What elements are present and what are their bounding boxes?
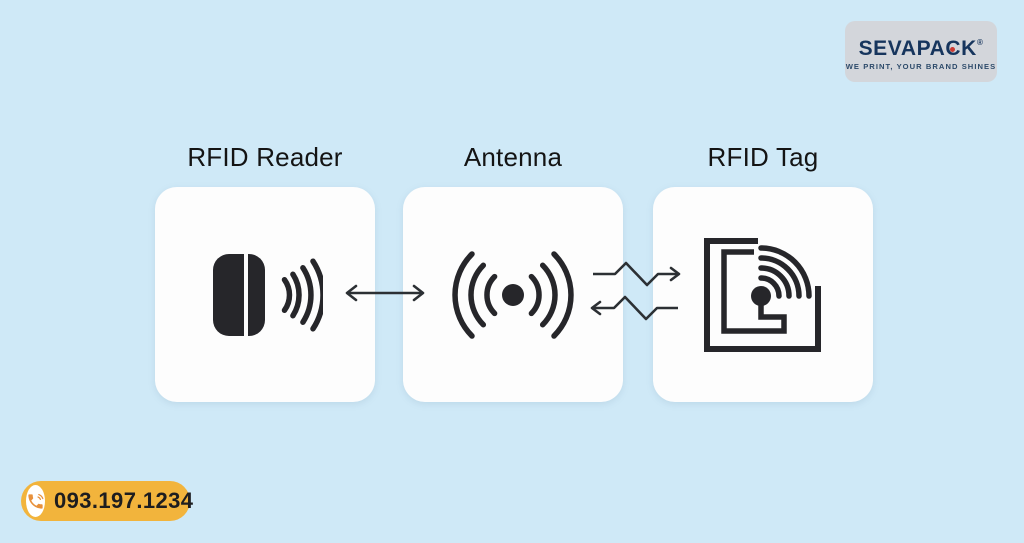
card-antenna (403, 187, 623, 402)
double-arrow-reader-antenna (342, 282, 428, 304)
card-rfid-reader (155, 187, 375, 402)
phone-number: 093.197.1234 (54, 488, 194, 513)
antenna-icon (438, 228, 588, 362)
brand-red-dot (949, 47, 955, 52)
title-antenna: Antenna (463, 142, 563, 172)
phone-icon (26, 485, 45, 517)
phone-badge[interactable]: 093.197.1234 (21, 481, 194, 521)
rfid-reader-icon (207, 241, 326, 349)
brand-prefix: SEVAPA (858, 37, 946, 60)
registered-mark: ® (976, 38, 984, 47)
brand-name: SEVAPACK® (859, 32, 984, 60)
rfid-tag-icon (698, 232, 828, 358)
title-rfid-tag: RFID Tag (707, 142, 819, 172)
sevapack-logo: SEVAPACK® WE PRINT, YOUR BRAND SHINES (845, 21, 997, 82)
brand-suffix: K (961, 37, 977, 60)
brand-tagline: WE PRINT, YOUR BRAND SHINES (845, 62, 997, 71)
brand-letter-c: C (945, 38, 961, 60)
card-rfid-tag (653, 187, 873, 402)
zigzag-arrows-antenna-tag (583, 253, 688, 323)
title-rfid-reader: RFID Reader (187, 142, 343, 172)
